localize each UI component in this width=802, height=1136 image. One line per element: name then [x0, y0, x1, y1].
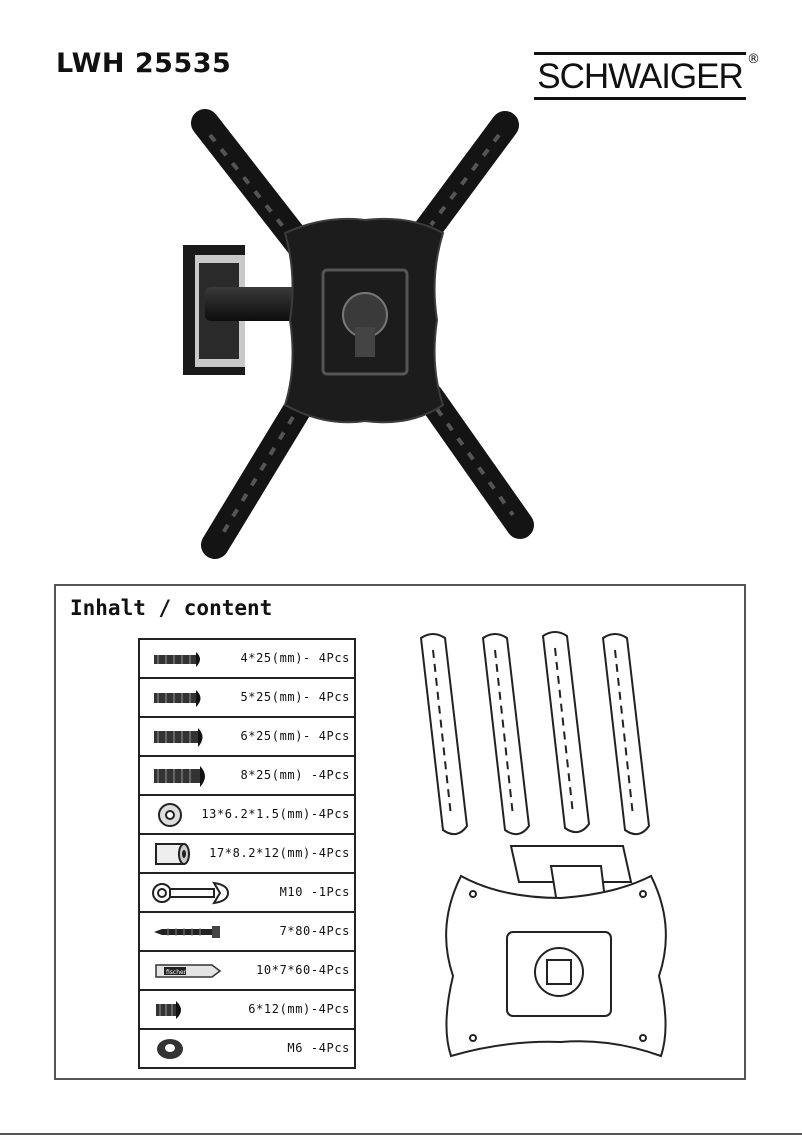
part-label: M10 -1Pcs	[279, 885, 350, 899]
mounting-rail	[201, 391, 314, 559]
rail-drawing	[481, 633, 531, 836]
screw-icon	[154, 728, 203, 747]
mounting-rail	[416, 383, 534, 539]
part-label: 7*80-4Pcs	[279, 924, 350, 938]
part-row: 6*12(mm)-4Pcs	[140, 991, 354, 1030]
part-row: fischer 10*7*60-4Pcs	[140, 952, 354, 991]
part-label: 17*8.2*12(mm)-4Pcs	[209, 846, 350, 860]
part-row: 17*8.2*12(mm)-4Pcs	[140, 835, 354, 874]
swing-arm	[205, 287, 315, 321]
part-row: 13*6.2*1.5(mm)-4Pcs	[140, 796, 354, 835]
mounting-rail	[191, 109, 314, 259]
logo-bar-bottom	[534, 97, 746, 100]
part-label: 4*25(mm)- 4Pcs	[240, 651, 350, 665]
part-label: 6*25(mm)- 4Pcs	[240, 729, 350, 743]
washer-icon	[158, 803, 182, 827]
model-number: LWH 25535	[56, 48, 232, 79]
mounting-rail	[411, 111, 519, 247]
part-label: 6*12(mm)-4Pcs	[248, 1002, 350, 1016]
part-row: 7*80-4Pcs	[140, 913, 354, 952]
part-row: M6 -4Pcs	[140, 1030, 354, 1069]
part-label: 10*7*60-4Pcs	[256, 963, 350, 977]
screw-icon	[154, 652, 200, 667]
rail-drawing	[419, 633, 469, 836]
brand-name: SCHWAIGER	[537, 57, 744, 96]
screw-icon	[154, 690, 201, 707]
part-label: 13*6.2*1.5(mm)-4Pcs	[201, 807, 350, 821]
plug-brand: fischer	[166, 969, 187, 976]
part-label: 5*25(mm)- 4Pcs	[240, 690, 350, 704]
lag-bolt-icon	[154, 926, 220, 938]
assembly-diagram	[419, 631, 667, 1058]
spacer-icon	[155, 843, 190, 865]
wall-plug-icon: fischer	[155, 964, 222, 978]
part-row: 8*25(mm) -4Pcs	[140, 757, 354, 796]
wrench-icon	[152, 881, 230, 905]
rail-drawing	[541, 631, 591, 834]
screw-icon	[154, 766, 205, 787]
brand-logo: SCHWAIGER ®	[532, 52, 762, 104]
part-row: M10 -1Pcs	[140, 874, 354, 913]
rail-drawing	[601, 633, 651, 836]
short-screw-icon	[156, 1001, 181, 1019]
nut-icon	[157, 1039, 183, 1059]
part-row: 5*25(mm)- 4Pcs	[140, 679, 354, 718]
contents-panel: Inhalt / content 4*25(mm)- 4Pcs 5*25(mm)…	[54, 584, 746, 1080]
contents-title: Inhalt / content	[70, 596, 273, 620]
registered-mark: ®	[747, 52, 760, 67]
logo-bar-top	[534, 52, 746, 55]
part-row: 6*25(mm)- 4Pcs	[140, 718, 354, 757]
product-photo	[183, 109, 534, 559]
bottom-rule	[0, 1133, 802, 1135]
part-label: M6 -4Pcs	[287, 1041, 350, 1055]
part-label: 8*25(mm) -4Pcs	[240, 768, 350, 782]
parts-list: 4*25(mm)- 4Pcs 5*25(mm)- 4Pcs 6*25(mm)- …	[138, 638, 356, 1069]
part-row: 4*25(mm)- 4Pcs	[140, 640, 354, 679]
